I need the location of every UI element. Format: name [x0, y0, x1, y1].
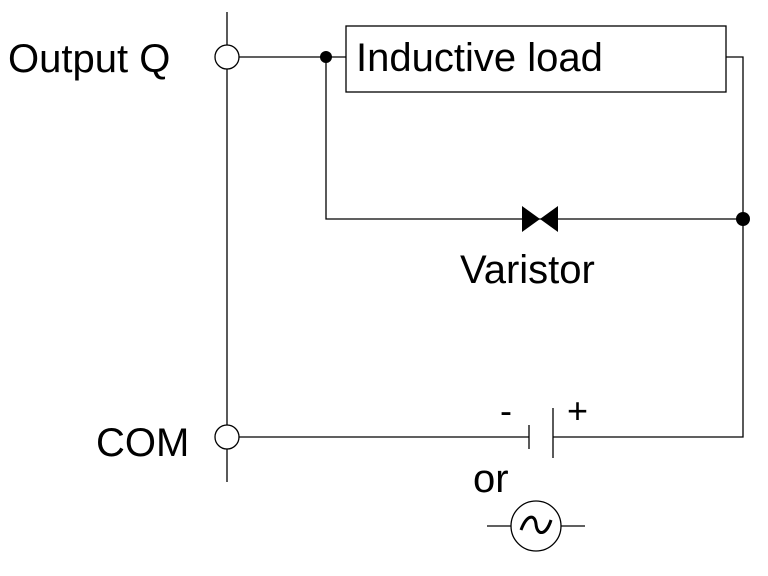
- or-label: or: [473, 457, 509, 501]
- plus-sign: +: [567, 390, 588, 431]
- ac-source-symbol: [487, 500, 585, 552]
- minus-sign: -: [500, 390, 512, 431]
- dc-source-symbol: [528, 408, 554, 458]
- right-wire: [553, 56, 744, 438]
- varistor-branch-wire: [325, 57, 743, 220]
- varistor-label: Varistor: [460, 248, 595, 292]
- output-q-terminal: [214, 44, 240, 70]
- com-terminal: [214, 424, 240, 450]
- right-junction: [736, 212, 750, 226]
- ac-wave-icon: [519, 515, 553, 534]
- output-q-label: Output Q: [8, 37, 170, 81]
- com-label: COM: [96, 421, 189, 465]
- inductive-load-box: [345, 25, 727, 93]
- varistor-symbol: [522, 206, 558, 232]
- inductive-load-label: Inductive load: [356, 36, 603, 80]
